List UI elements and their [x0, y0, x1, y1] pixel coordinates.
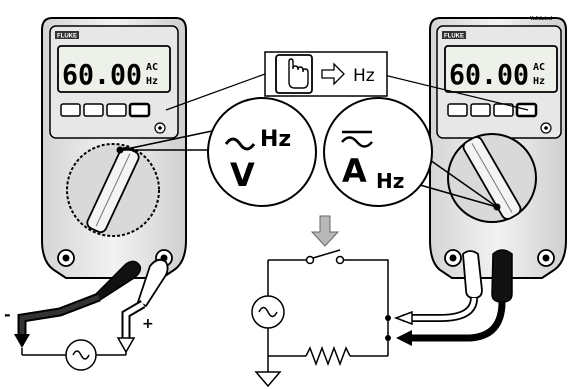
resistor-icon: [305, 345, 351, 367]
left-lcd-unit-hz: Hz: [146, 76, 158, 87]
left-dial-volt-label: V: [230, 156, 255, 194]
left-lcd: [57, 45, 171, 93]
right-meter: FLUKE Validated 60.00 AC Hz: [429, 16, 567, 279]
right-dial-amp-label: A: [342, 152, 367, 190]
left-brand-badge: [55, 31, 79, 39]
right-lcd-reading: 60.00: [449, 58, 529, 91]
right-model-label: Validated: [530, 16, 552, 22]
right-lcd-unit-ac: AC: [533, 62, 545, 73]
measured-circuit: [251, 249, 391, 388]
right-button-1[interactable]: [447, 103, 468, 117]
right-button-2[interactable]: [470, 103, 491, 117]
left-white-probe: [136, 258, 169, 308]
switch-icon: [312, 249, 341, 259]
ac-wave-icon: [224, 137, 256, 151]
callout-hz-label: Hz: [353, 66, 375, 86]
right-test-leads: [393, 249, 513, 346]
switch-contact-right: [335, 255, 345, 265]
left-black-arrow-icon: [14, 334, 30, 348]
volt-hz-dial-icon: [207, 97, 317, 207]
left-plus-label: +: [142, 316, 154, 332]
right-brand-badge: [442, 31, 466, 39]
left-minus-label: -: [4, 305, 11, 324]
ac-dc-wave-icon: [341, 136, 373, 148]
arrow-right-icon: [321, 62, 345, 86]
left-source-circuit: [21, 339, 127, 371]
switch-contact-left: [305, 255, 315, 265]
hand-press-icon: [288, 58, 309, 89]
left-button-hz[interactable]: [128, 102, 151, 118]
right-black-probe: [491, 249, 513, 303]
left-dial-callout: Hz V: [121, 97, 317, 207]
right-brand-label: FLUKE: [444, 34, 464, 40]
right-white-probe: [462, 250, 483, 299]
right-dial-callout: A Hz: [323, 97, 498, 208]
left-button-2[interactable]: [83, 103, 104, 117]
ground-icon: [254, 371, 282, 388]
left-black-probe: [95, 260, 142, 302]
left-button-3[interactable]: [106, 103, 127, 117]
left-button-1[interactable]: [60, 103, 81, 117]
left-brand-label: FLUKE: [57, 34, 77, 40]
right-lcd-unit-hz: Hz: [533, 76, 545, 87]
right-black-arrow-icon: [396, 330, 412, 346]
down-arrow-icon: [310, 215, 340, 247]
right-white-arrow-icon: [393, 310, 413, 326]
amp-hz-dial-icon: [323, 97, 433, 207]
right-dial-hz-label: Hz: [376, 169, 404, 193]
left-dial-hz-label: Hz: [260, 127, 291, 152]
left-lcd-unit-ac: AC: [146, 62, 158, 73]
left-meter: FLUKE 60.00 AC Hz: [41, 17, 187, 279]
left-test-leads: [14, 258, 169, 354]
hz-callout: Hz: [165, 51, 529, 111]
left-white-arrow-icon: [116, 337, 136, 354]
left-lcd-reading: 60.00: [62, 58, 142, 91]
left-dial-pointer: [116, 146, 124, 154]
right-lcd: [444, 45, 558, 93]
